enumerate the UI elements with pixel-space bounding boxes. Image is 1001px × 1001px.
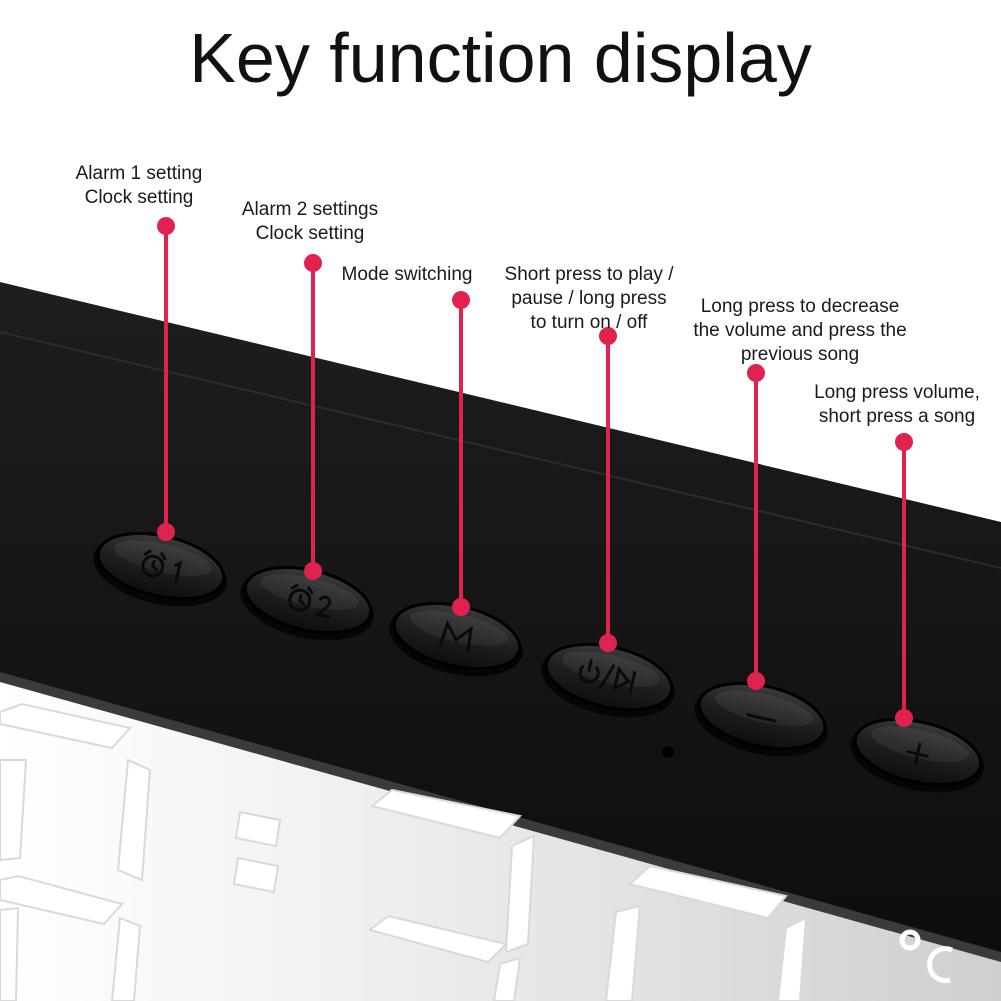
label-line: pause / long press (511, 288, 667, 309)
label-line: Clock setting (255, 223, 365, 244)
label-line: Alarm 2 settings (241, 199, 379, 220)
led-segment (492, 956, 522, 1001)
alarm-1-icon (141, 549, 183, 584)
key-alarm2-button[interactable] (233, 555, 381, 652)
label-line: Long press to decrease (700, 296, 900, 317)
key-mode-button[interactable] (382, 591, 530, 688)
pointer-play (599, 327, 617, 652)
label-line: previous song (740, 344, 860, 365)
led-segment (0, 702, 132, 750)
pointer-minus (747, 364, 765, 690)
label-line: Short press to play / (504, 264, 674, 285)
minus-icon (746, 713, 777, 723)
pointer-mode (452, 291, 470, 616)
plus-icon (906, 742, 929, 766)
led-segment (0, 906, 20, 1001)
label-play: Short press to play / pause / long press t… (505, 263, 674, 335)
label-line: to turn on / off (530, 312, 648, 333)
key-play-button[interactable] (534, 632, 682, 729)
label-plus: Long press volume, short press a song (814, 381, 980, 429)
mode-m-icon (439, 619, 473, 653)
led-segment (0, 759, 28, 862)
led-colon-dot (232, 856, 280, 894)
pointer-plus (895, 433, 913, 727)
label-line: Long press volume, (814, 382, 980, 403)
label-line: Mode switching (341, 264, 473, 285)
celsius-icon (899, 929, 954, 984)
label-line: short press a song (818, 406, 976, 427)
led-segment (627, 864, 788, 920)
led-colon-dot (234, 810, 282, 848)
page-title: Key function display (189, 19, 812, 97)
led-segment (369, 788, 522, 840)
key-alarm1-button[interactable] (86, 521, 234, 618)
play-pause-power-icon (578, 659, 637, 694)
label-minus: Long press to decrease the volume and pre… (693, 295, 906, 367)
led-segment (367, 914, 508, 964)
led-segment (504, 834, 536, 954)
key-plus-button[interactable] (843, 707, 991, 804)
pointer-alarm1 (157, 217, 175, 541)
indicator-hole (662, 746, 674, 758)
alarm-2-icon (288, 583, 332, 619)
led-segment (116, 758, 152, 882)
key-minus-button[interactable] (687, 671, 835, 768)
led-segment (604, 904, 642, 1001)
label-line: Alarm 1 setting (75, 163, 203, 184)
led-segment (110, 916, 142, 1001)
led-segment (776, 916, 808, 1001)
mirror-display-face (0, 678, 1001, 1001)
label-line: the volume and press the (693, 320, 907, 341)
label-mode: Mode switching (342, 263, 473, 287)
label-line: Clock setting (84, 187, 194, 208)
led-segment (0, 874, 124, 926)
pointer-alarm2 (304, 254, 322, 580)
